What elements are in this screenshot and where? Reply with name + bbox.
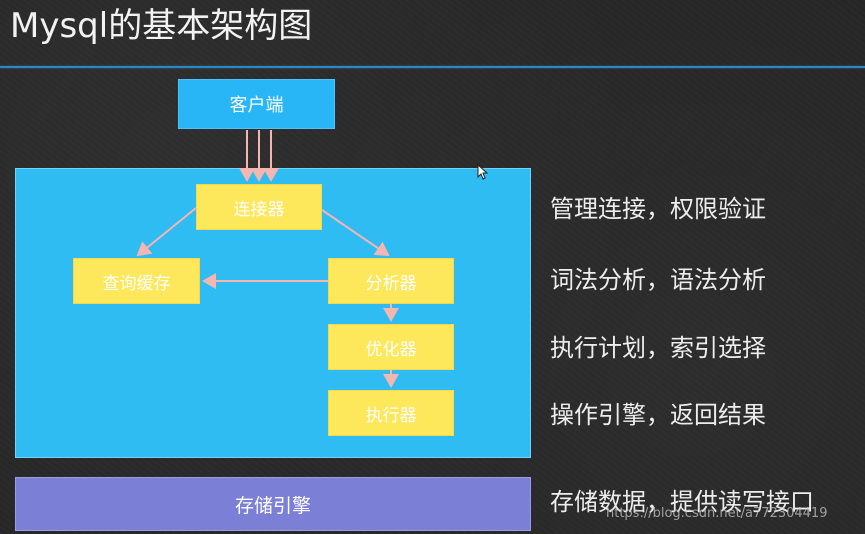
note-storage: 存储数据，提供读写接口 [550, 488, 814, 516]
executor-box: 执行器 [328, 390, 454, 436]
client-box: 客户端 [178, 79, 335, 129]
storage-engine-box: 存储引擎 [15, 477, 531, 531]
arrow-connector-analyzer [321, 209, 390, 257]
connector-box: 连接器 [196, 184, 322, 230]
analyzer-box: 分析器 [328, 258, 454, 304]
mouse-pointer-icon [477, 164, 489, 180]
page-title: Mysql的基本架构图 [10, 6, 313, 46]
query-cache-box: 查询缓存 [73, 258, 200, 304]
arrow-connector-cache [136, 207, 197, 257]
note-optimizer: 执行计划，索引选择 [550, 334, 766, 362]
title-divider [0, 66, 865, 68]
note-analyzer: 词法分析，语法分析 [550, 266, 766, 294]
note-connector: 管理连接，权限验证 [550, 195, 766, 223]
note-executor: 操作引擎，返回结果 [550, 401, 766, 429]
optimizer-box: 优化器 [328, 324, 454, 370]
watermark-url: https://blog.csdn.net/a772304419 [606, 506, 828, 521]
